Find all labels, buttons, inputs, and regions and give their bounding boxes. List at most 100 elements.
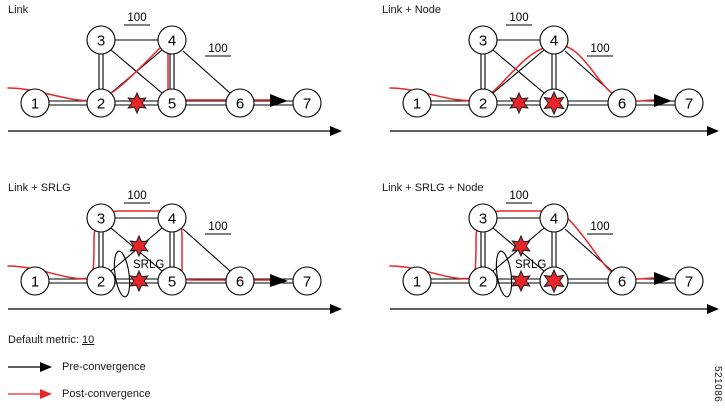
metric-link-4-6-value: 100 <box>208 221 227 233</box>
node-6: 6 <box>225 266 255 296</box>
metric-link-4-6: 100 <box>587 221 613 235</box>
node-7: 7 <box>292 266 322 296</box>
node-6-label: 6 <box>618 274 626 291</box>
panel-link: Link <box>0 0 362 150</box>
metric-link-3-4: 100 <box>124 12 150 26</box>
node-5-label: 5 <box>168 274 176 291</box>
node-4-label: 4 <box>550 211 558 228</box>
node-7: 7 <box>674 266 704 296</box>
node-5: 5 <box>157 88 187 118</box>
panel-link-srlg-node-title: Link + SRLG + Node <box>382 182 484 194</box>
metric-link-3-4-value: 100 <box>127 190 146 202</box>
node-6: 6 <box>607 266 637 296</box>
edges <box>49 217 293 284</box>
metric-link-4-6: 100 <box>205 43 231 57</box>
node-3: 3 <box>86 203 116 233</box>
node-1-label: 1 <box>31 96 39 113</box>
node-1: 1 <box>402 266 432 296</box>
node-1: 1 <box>20 88 50 118</box>
node-3-label: 3 <box>479 33 487 50</box>
node-7-label: 7 <box>303 274 311 291</box>
node-3-label: 3 <box>479 211 487 228</box>
node-2: 2 <box>86 88 116 118</box>
metric-link-3-4: 100 <box>124 190 150 204</box>
node-2-label: 2 <box>97 96 105 113</box>
node-1-label: 1 <box>413 274 421 291</box>
node-4: 4 <box>539 25 569 55</box>
edge-4-6 <box>182 50 231 94</box>
node-2: 2 <box>468 88 498 118</box>
node-6: 6 <box>225 88 255 118</box>
metric-link-4-6: 100 <box>205 221 231 235</box>
panel-link-srlg-graph: 1 2 3 4 5 6 7 SRLG <box>7 190 342 314</box>
node-4: 4 <box>157 203 187 233</box>
pre-convergence-axis-arrow <box>390 126 719 136</box>
legend-arrows <box>8 362 52 399</box>
legend-post-convergence-label: Post-convergence <box>62 388 151 400</box>
node-4-label: 4 <box>168 211 176 228</box>
default-metric-value: 10 <box>81 334 95 346</box>
node-1: 1 <box>20 266 50 296</box>
node-4: 4 <box>157 25 187 55</box>
node-5: 5 <box>157 266 187 296</box>
node-3: 3 <box>468 25 498 55</box>
node-5-label: 5 <box>168 96 176 113</box>
node-2: 2 <box>468 266 498 296</box>
node-1: 1 <box>402 88 432 118</box>
post-convergence-arrowhead <box>654 94 672 107</box>
srlg-label: SRLG <box>133 259 164 271</box>
node-6-label: 6 <box>236 274 244 291</box>
failure-star-node-5 <box>543 268 565 294</box>
panel-link-title: Link <box>8 4 29 16</box>
edge-4-6 <box>182 228 231 272</box>
node-3-label: 3 <box>97 211 105 228</box>
node-7: 7 <box>292 88 322 118</box>
node-3-label: 3 <box>97 33 105 50</box>
panel-link-srlg-node: Link + SRLG + Node 1 <box>382 178 725 328</box>
panel-link-graph: 1 2 3 4 5 6 7 100 <box>7 12 342 136</box>
node-3: 3 <box>86 25 116 55</box>
node-2-label: 2 <box>479 274 487 291</box>
failure-star-node-5 <box>543 90 565 116</box>
node-2-label: 2 <box>97 274 105 291</box>
panel-link-node-graph: 1 2 3 4 5 6 7 <box>389 12 719 136</box>
metric-link-3-4-value: 100 <box>127 12 146 24</box>
node-3: 3 <box>468 203 498 233</box>
failure-star-link-2-5 <box>127 91 147 115</box>
legend-item-post-convergence: Post-convergence <box>62 388 151 400</box>
failure-star-link-2-5 <box>511 269 531 293</box>
figure-id: 521086 <box>712 365 723 402</box>
node-7-label: 7 <box>685 274 693 291</box>
metric-link-4-6: 100 <box>587 43 613 57</box>
pre-convergence-axis-arrow <box>8 126 342 136</box>
panel-link-srlg-title: Link + SRLG <box>8 182 71 194</box>
legend-pre-convergence-label: Pre-convergence <box>62 361 146 373</box>
srlg-ellipse <box>113 250 131 298</box>
node-7: 7 <box>674 88 704 118</box>
metric-link-3-4-value: 100 <box>509 12 528 24</box>
failure-star-link-2-5 <box>129 269 149 293</box>
metric-link-4-6-value: 100 <box>590 43 609 55</box>
node-7-label: 7 <box>303 96 311 113</box>
pre-convergence-axis-arrow <box>8 304 342 314</box>
node-6: 6 <box>607 88 637 118</box>
panel-link-node: Link + Node 1 2 <box>382 0 725 150</box>
node-4: 4 <box>539 203 569 233</box>
node-1-label: 1 <box>413 96 421 113</box>
panel-link-srlg: Link + SRLG 1 2 <box>0 178 362 328</box>
failure-star-link-2-4 <box>129 234 149 258</box>
post-convergence-arrowhead <box>270 274 288 287</box>
failure-star-link-2-5 <box>509 91 529 115</box>
metric-link-4-6-value: 100 <box>590 221 609 233</box>
node-2-label: 2 <box>479 96 487 113</box>
node-6-label: 6 <box>618 96 626 113</box>
legend-item-pre-convergence: Pre-convergence <box>62 361 146 373</box>
default-metric-label: Default metric: <box>8 334 79 346</box>
default-metric: Default metric: 10 <box>8 334 94 346</box>
metric-link-4-6-value: 100 <box>208 43 227 55</box>
failure-star-link-2-4 <box>511 234 531 258</box>
edge-4-2 <box>492 49 545 94</box>
metric-link-3-4-value: 100 <box>509 190 528 202</box>
panel-link-node-title: Link + Node <box>382 4 442 16</box>
node-2: 2 <box>86 266 116 296</box>
